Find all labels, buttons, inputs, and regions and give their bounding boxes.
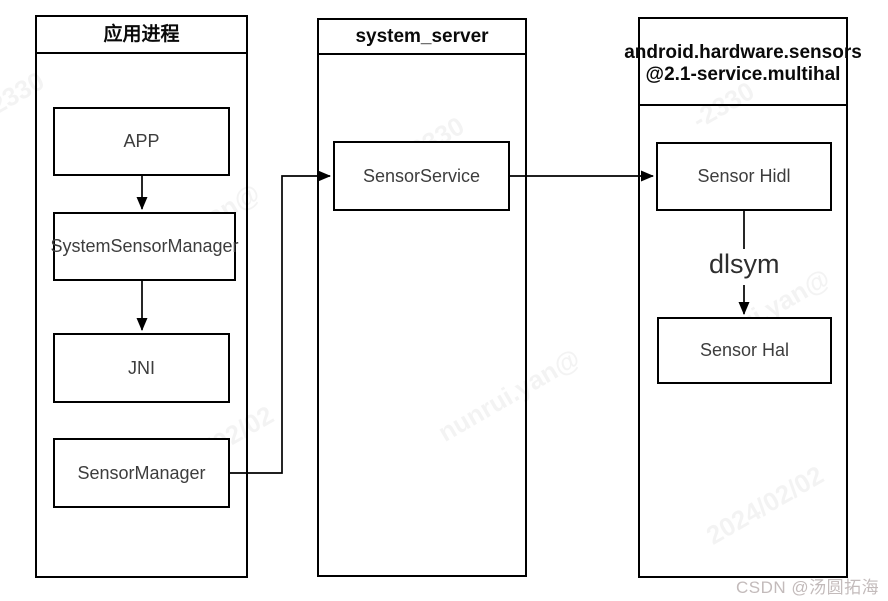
node-sensor-hidl: Sensor Hidl bbox=[656, 142, 832, 211]
container-multihal-header: android.hardware.sensors @2.1-service.mu… bbox=[624, 19, 862, 106]
container-app-process-title: 应用进程 bbox=[103, 23, 180, 45]
container-system-server-header: system_server bbox=[319, 20, 525, 55]
node-jni: JNI bbox=[53, 333, 230, 403]
container-multihal: android.hardware.sensors @2.1-service.mu… bbox=[624, 17, 862, 578]
container-system-server: system_server bbox=[317, 18, 527, 577]
edge-label-dlsym: dlsym bbox=[705, 249, 784, 280]
container-multihal-title-line2: @2.1-service.multihal bbox=[645, 64, 841, 85]
credit-watermark: CSDN @汤圆拓海 bbox=[736, 578, 880, 597]
node-sensor-service: SensorService bbox=[333, 141, 510, 211]
container-multihal-title-line1: android.hardware.sensors bbox=[624, 42, 862, 63]
node-sensor-hal: Sensor Hal bbox=[657, 317, 832, 384]
node-system-sensor-manager: SystemSensorManager bbox=[50, 212, 239, 281]
node-app: APP bbox=[53, 107, 230, 176]
container-multihal-title: android.hardware.sensors @2.1-service.mu… bbox=[624, 42, 862, 86]
container-app-process-header: 应用进程 bbox=[37, 17, 246, 54]
node-sensor-manager: SensorManager bbox=[53, 438, 230, 508]
container-system-server-title: system_server bbox=[355, 25, 489, 47]
